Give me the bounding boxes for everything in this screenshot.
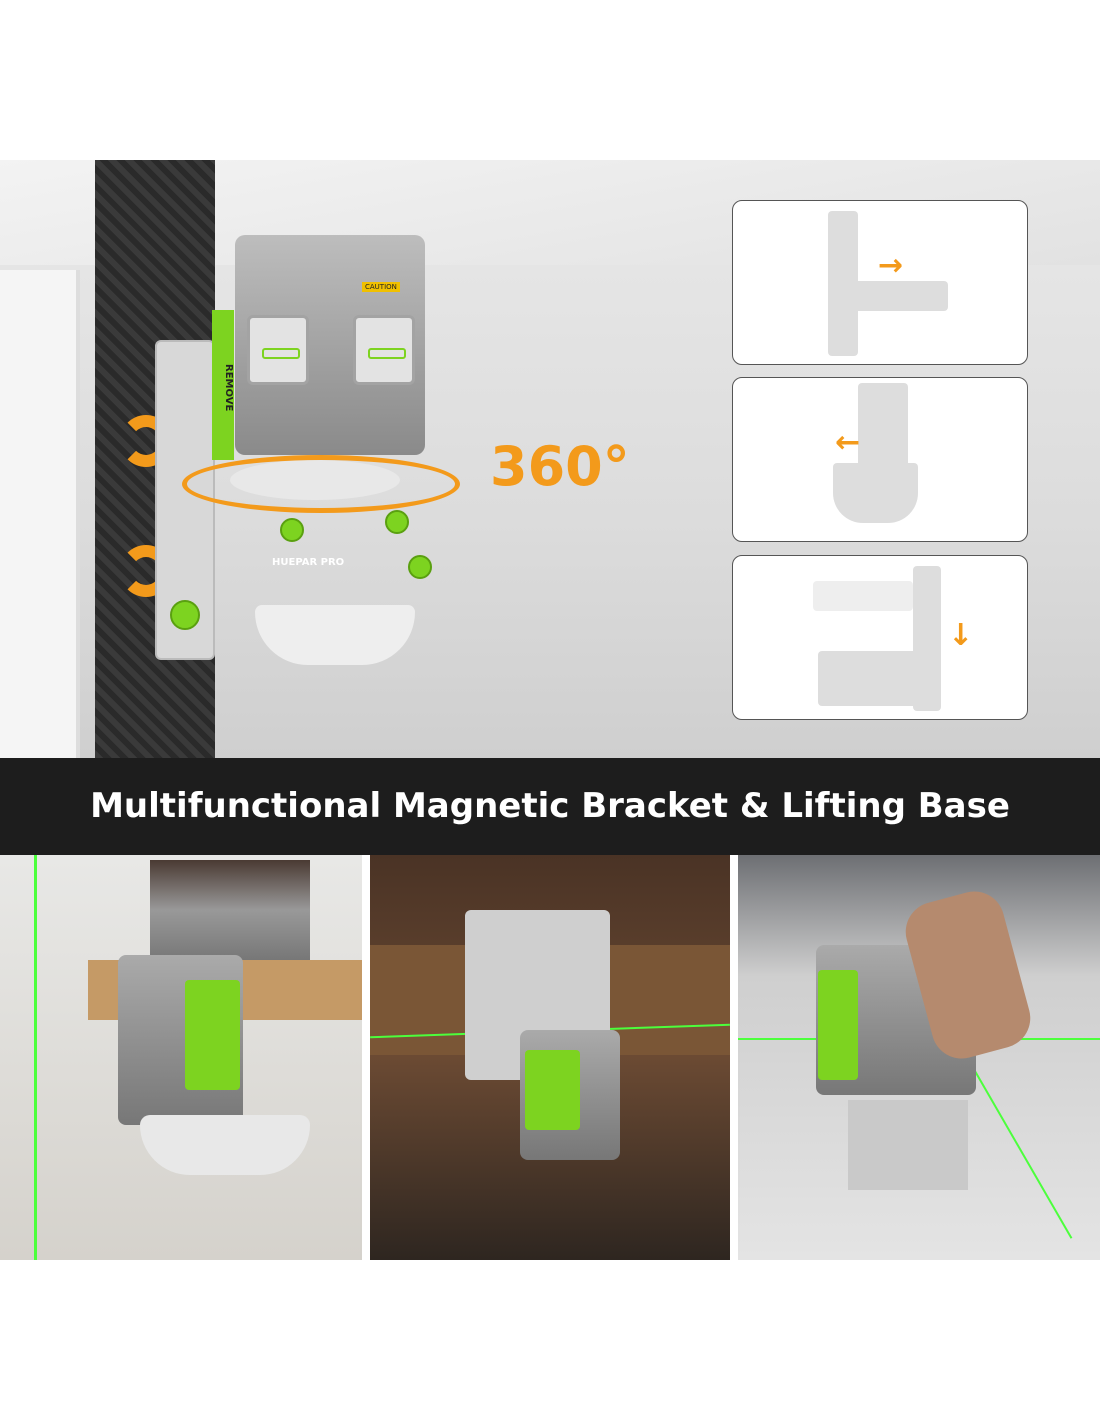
remove-panel: [818, 970, 858, 1080]
rotation-arrow-icon: [182, 455, 460, 513]
inset-lift-down: ↓: [732, 555, 1028, 720]
bracket-base: [140, 1115, 310, 1175]
window: [0, 270, 80, 758]
laser-window: [353, 315, 415, 385]
laser-level: [235, 235, 425, 455]
knob: [385, 510, 409, 534]
caution-label: CAUTION: [362, 282, 400, 292]
base-ghost: [813, 581, 913, 611]
knob: [280, 518, 304, 542]
laser-window: [247, 315, 309, 385]
base: [818, 651, 918, 706]
photo-beam-mount: [370, 855, 730, 1260]
knob: [408, 555, 432, 579]
remove-label: REMOVE: [212, 310, 234, 460]
photo-floor-lifting-base: [738, 855, 1100, 1260]
base: [853, 281, 948, 311]
banner-title: Multifunctional Magnetic Bracket & Lifti…: [0, 758, 1100, 855]
base: [833, 463, 918, 523]
arrow-left-icon: ←: [835, 425, 861, 460]
green-panel: [185, 980, 240, 1090]
green-panel: [525, 1050, 580, 1130]
lifting-base: [848, 1100, 968, 1190]
lift-knob: [170, 600, 200, 630]
arrow-right-icon: →: [878, 248, 904, 283]
arrow-down-icon: ↓: [948, 618, 974, 653]
rotation-label: 360°: [490, 435, 630, 498]
inset-slide-left: ←: [732, 377, 1028, 542]
bracket: [858, 383, 908, 478]
lifting-base: [255, 605, 415, 665]
inset-slide-horizontal: →: [732, 200, 1028, 365]
laser-line: [34, 855, 37, 1260]
photo-table-edge-mount: [0, 855, 362, 1260]
bricks: [150, 860, 310, 960]
brand-logo: HUEPAR PRO: [272, 557, 345, 568]
